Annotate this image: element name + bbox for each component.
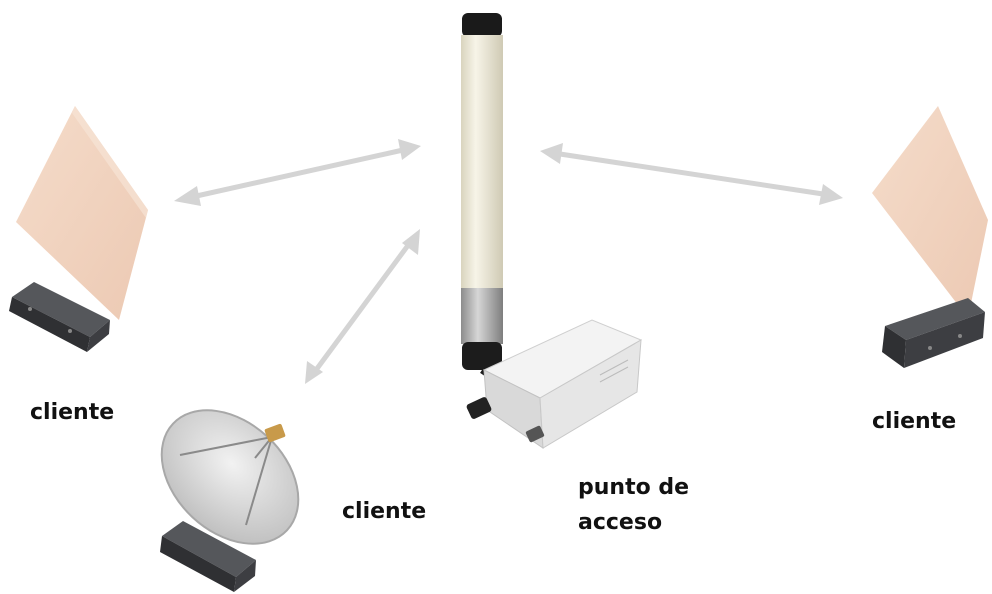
access-point-label-line2: acceso bbox=[578, 510, 663, 535]
satellite-dish-icon bbox=[160, 409, 300, 545]
flat-panel-antenna-icon bbox=[872, 106, 988, 318]
client-radio-box-icon bbox=[160, 521, 256, 592]
link-arrow-right bbox=[540, 143, 843, 205]
client-radio-box-icon bbox=[9, 282, 110, 352]
access-point-box-icon bbox=[466, 319, 643, 449]
flat-panel-antenna-icon bbox=[16, 106, 148, 320]
client-radio-box-icon bbox=[882, 298, 985, 368]
omnidirectional-antenna-icon bbox=[461, 13, 503, 383]
client-label-dish: cliente bbox=[342, 499, 427, 524]
link-arrow-left bbox=[174, 139, 421, 206]
access-point-label-line1: punto de bbox=[578, 475, 690, 500]
client-label-right: cliente bbox=[872, 409, 957, 434]
link-arrow-dish bbox=[305, 229, 420, 384]
client-label-left: cliente bbox=[30, 400, 115, 425]
